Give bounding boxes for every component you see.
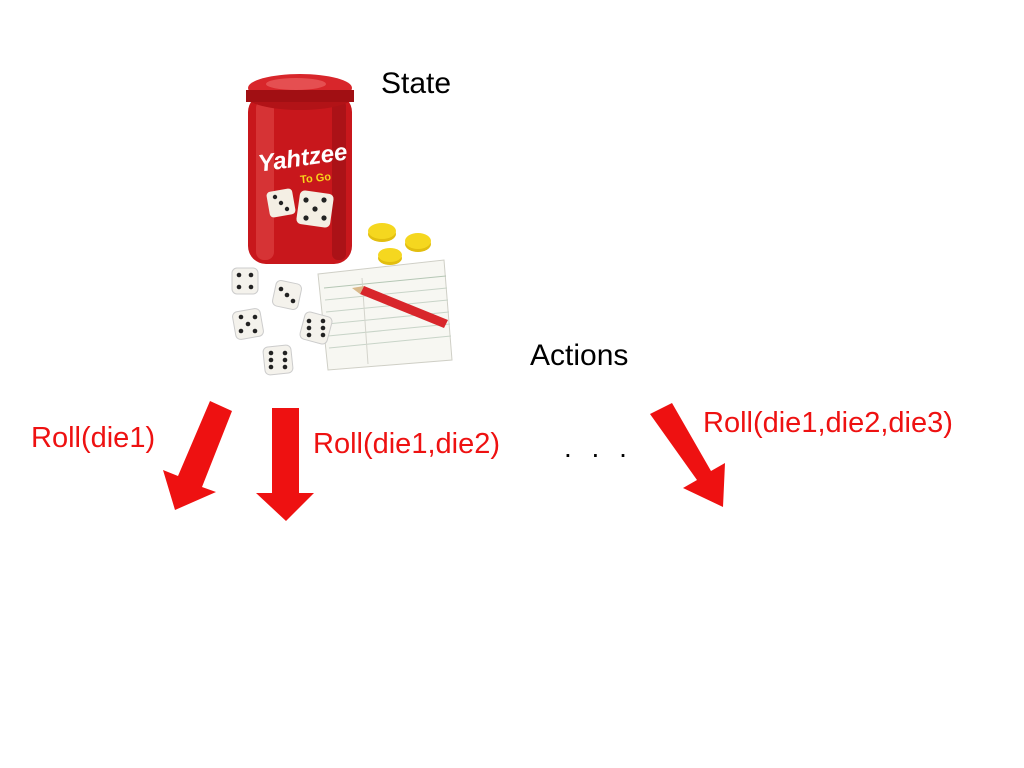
action-label-roll-die1-die2: Roll(die1,die2) <box>313 428 500 460</box>
yahtzee-canister: Yahtzee To Go <box>246 74 354 264</box>
state-label: State <box>381 67 452 100</box>
sub-brand-text: To Go <box>300 171 332 186</box>
actions-label: Actions <box>530 339 629 372</box>
action-label-roll-die1-die2-die3: Roll(die1,die2,die3) <box>703 407 953 439</box>
ellipsis: . . . <box>564 432 633 463</box>
chips <box>368 223 431 265</box>
arrow-roll-die1-die2-die3 <box>650 403 725 507</box>
arrow-roll-die1 <box>163 401 232 510</box>
yahtzee-game-illustration: Yahtzee To Go <box>231 74 453 376</box>
action-label-roll-die1: Roll(die1) <box>31 422 156 454</box>
arrow-roll-die1-die2 <box>256 408 314 521</box>
scorecard <box>317 259 453 371</box>
loose-dice <box>231 267 333 376</box>
